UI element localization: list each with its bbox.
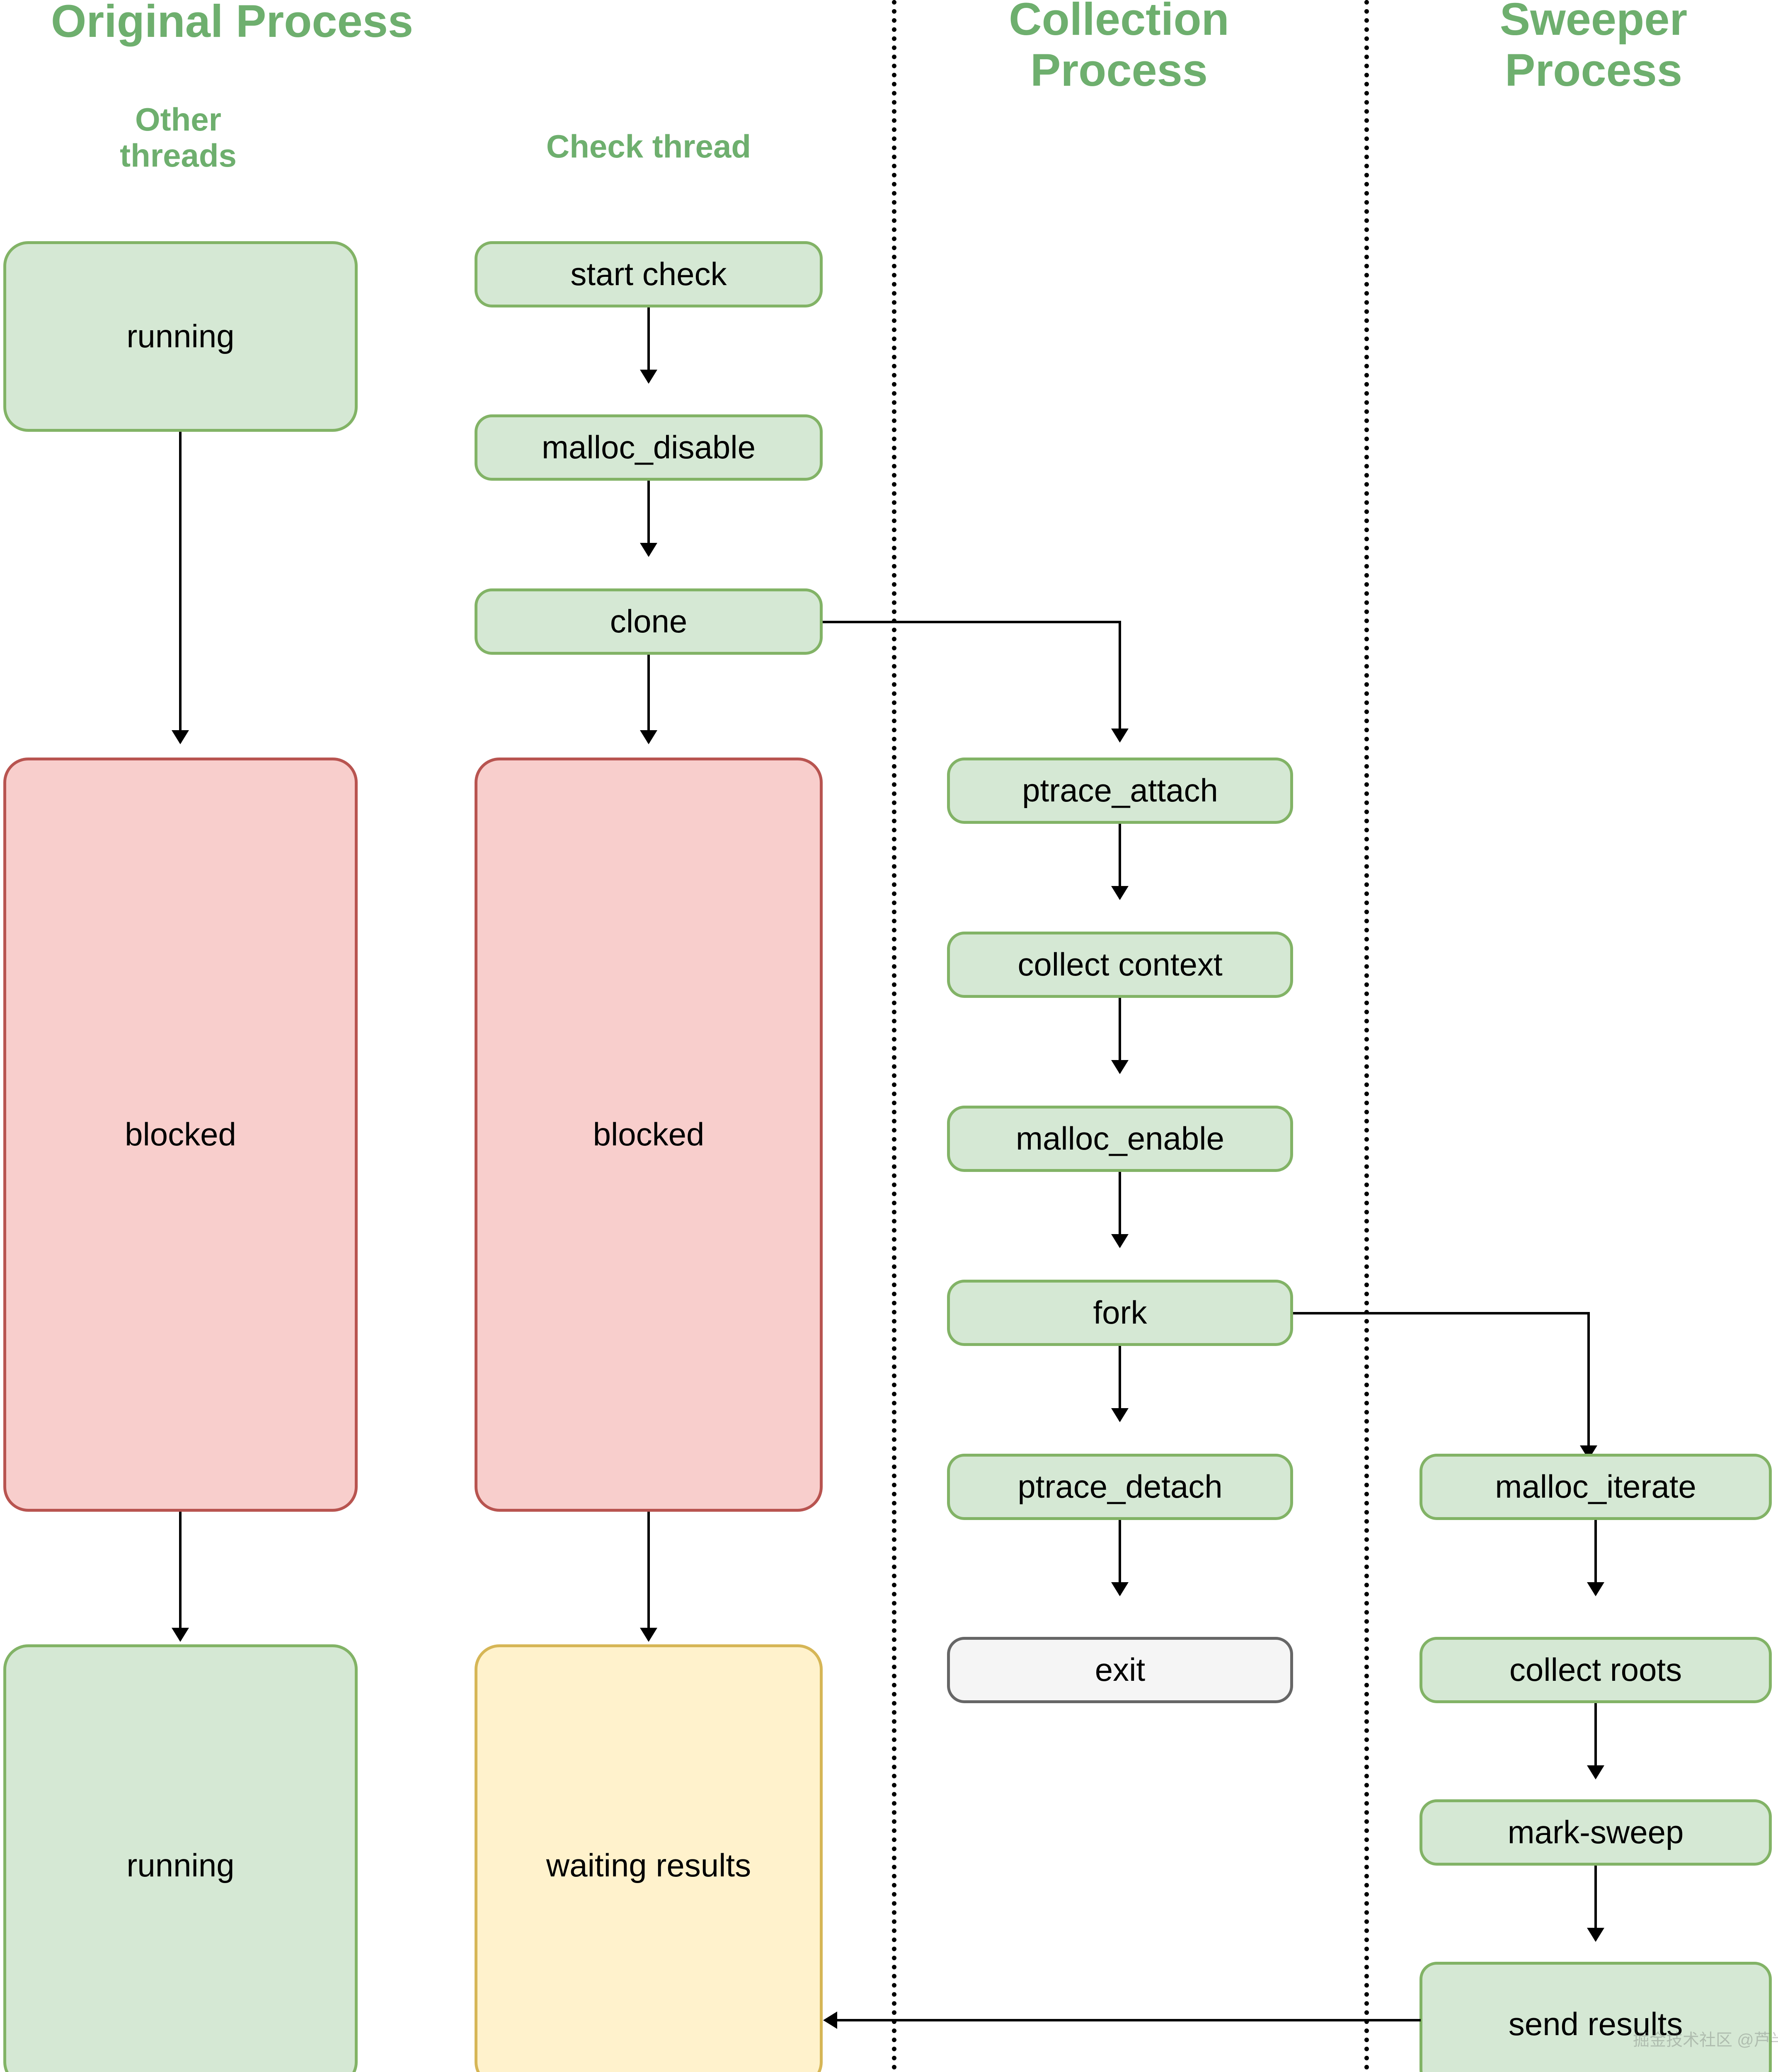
arrowhead-malloc-enable-to-fork [1111, 1234, 1129, 1248]
node-send-results[interactable]: send results [1419, 1962, 1772, 2072]
edge-fork-to-malloc-iterate-horizontal [1293, 1312, 1590, 1314]
edge-check-blocked-to-waiting [647, 1512, 650, 1640]
arrowhead-ptrace-detach-to-exit [1111, 1582, 1129, 1596]
edge-malloc-iterate-to-collect-roots [1594, 1520, 1597, 1595]
edge-collect-roots-to-mark-sweep [1594, 1703, 1597, 1778]
lane-title-original-process: Original Process [51, 0, 414, 47]
arrowhead-other-running-to-blocked [172, 730, 189, 744]
arrowhead-ptrace-attach-to-collect-context [1111, 886, 1129, 900]
node-check-waiting-results[interactable]: waiting results [475, 1644, 823, 2072]
arrowhead-fork-to-ptrace-detach [1111, 1408, 1129, 1422]
arrowhead-collect-roots-to-mark-sweep [1587, 1765, 1604, 1779]
node-collect-roots[interactable]: collect roots [1419, 1637, 1772, 1703]
node-check-start[interactable]: start check [475, 241, 823, 307]
node-check-blocked[interactable]: blocked [475, 758, 823, 1512]
node-check-malloc-disable[interactable]: malloc_disable [475, 414, 823, 481]
node-mark-sweep[interactable]: mark-sweep [1419, 1799, 1772, 1866]
edge-fork-to-malloc-iterate-vertical [1587, 1312, 1590, 1458]
lane-divider-2 [1364, 0, 1369, 2072]
edge-collect-context-to-malloc-enable [1119, 998, 1121, 1072]
edge-malloc-enable-to-fork [1119, 1172, 1121, 1247]
lane-divider-1 [892, 0, 896, 2072]
node-malloc-iterate[interactable]: malloc_iterate [1419, 1454, 1772, 1520]
arrowhead-send-results-to-waiting-results [823, 2011, 837, 2029]
edge-ptrace-attach-to-collect-context [1119, 824, 1121, 898]
node-collect-context[interactable]: collect context [947, 932, 1293, 998]
edge-start-to-malloc-disable [647, 307, 650, 382]
arrowhead-clone-to-ptrace-attach [1111, 729, 1129, 743]
edge-other-running-to-blocked [179, 432, 182, 743]
node-ptrace-attach[interactable]: ptrace_attach [947, 758, 1293, 824]
node-check-clone[interactable]: clone [475, 588, 823, 655]
edge-send-results-to-waiting-results [836, 2019, 1421, 2021]
edge-ptrace-detach-to-exit [1119, 1520, 1121, 1595]
edge-clone-to-ptrace-attach-horizontal [823, 621, 1121, 623]
node-fork[interactable]: fork [947, 1280, 1293, 1346]
edge-clone-to-ptrace-attach-vertical [1119, 621, 1121, 741]
arrowhead-collect-context-to-malloc-enable [1111, 1060, 1129, 1074]
arrowhead-malloc-disable-to-clone [640, 543, 657, 557]
arrowhead-other-blocked-to-running [172, 1628, 189, 1642]
column-title-check-thread: Check thread [546, 128, 751, 165]
edge-other-blocked-to-running [179, 1512, 182, 1640]
arrowhead-clone-to-blocked [640, 730, 657, 744]
lane-title-collection-process: Collection Process [1009, 0, 1229, 96]
edge-mark-sweep-to-send-results [1594, 1866, 1597, 1940]
node-other-running-top[interactable]: running [3, 241, 358, 432]
node-malloc-enable[interactable]: malloc_enable [947, 1106, 1293, 1172]
arrowhead-start-to-malloc-disable [640, 370, 657, 384]
arrowhead-mark-sweep-to-send-results [1587, 1928, 1604, 1942]
edge-clone-to-blocked [647, 655, 650, 743]
lane-title-sweeper-process: Sweeper Process [1499, 0, 1688, 96]
arrowhead-malloc-iterate-to-collect-roots [1587, 1582, 1604, 1596]
arrowhead-check-blocked-to-waiting [640, 1628, 657, 1642]
node-ptrace-detach[interactable]: ptrace_detach [947, 1454, 1293, 1520]
node-other-blocked[interactable]: blocked [3, 758, 358, 1512]
edge-malloc-disable-to-clone [647, 481, 650, 555]
node-exit[interactable]: exit [947, 1637, 1293, 1703]
column-title-other-threads: Other threads [120, 101, 237, 174]
node-other-running-bottom[interactable]: running [3, 1644, 358, 2072]
watermark-text: 掘金技术社区 @芦半山 [1633, 2031, 1778, 2049]
edge-fork-to-ptrace-detach [1119, 1346, 1121, 1421]
